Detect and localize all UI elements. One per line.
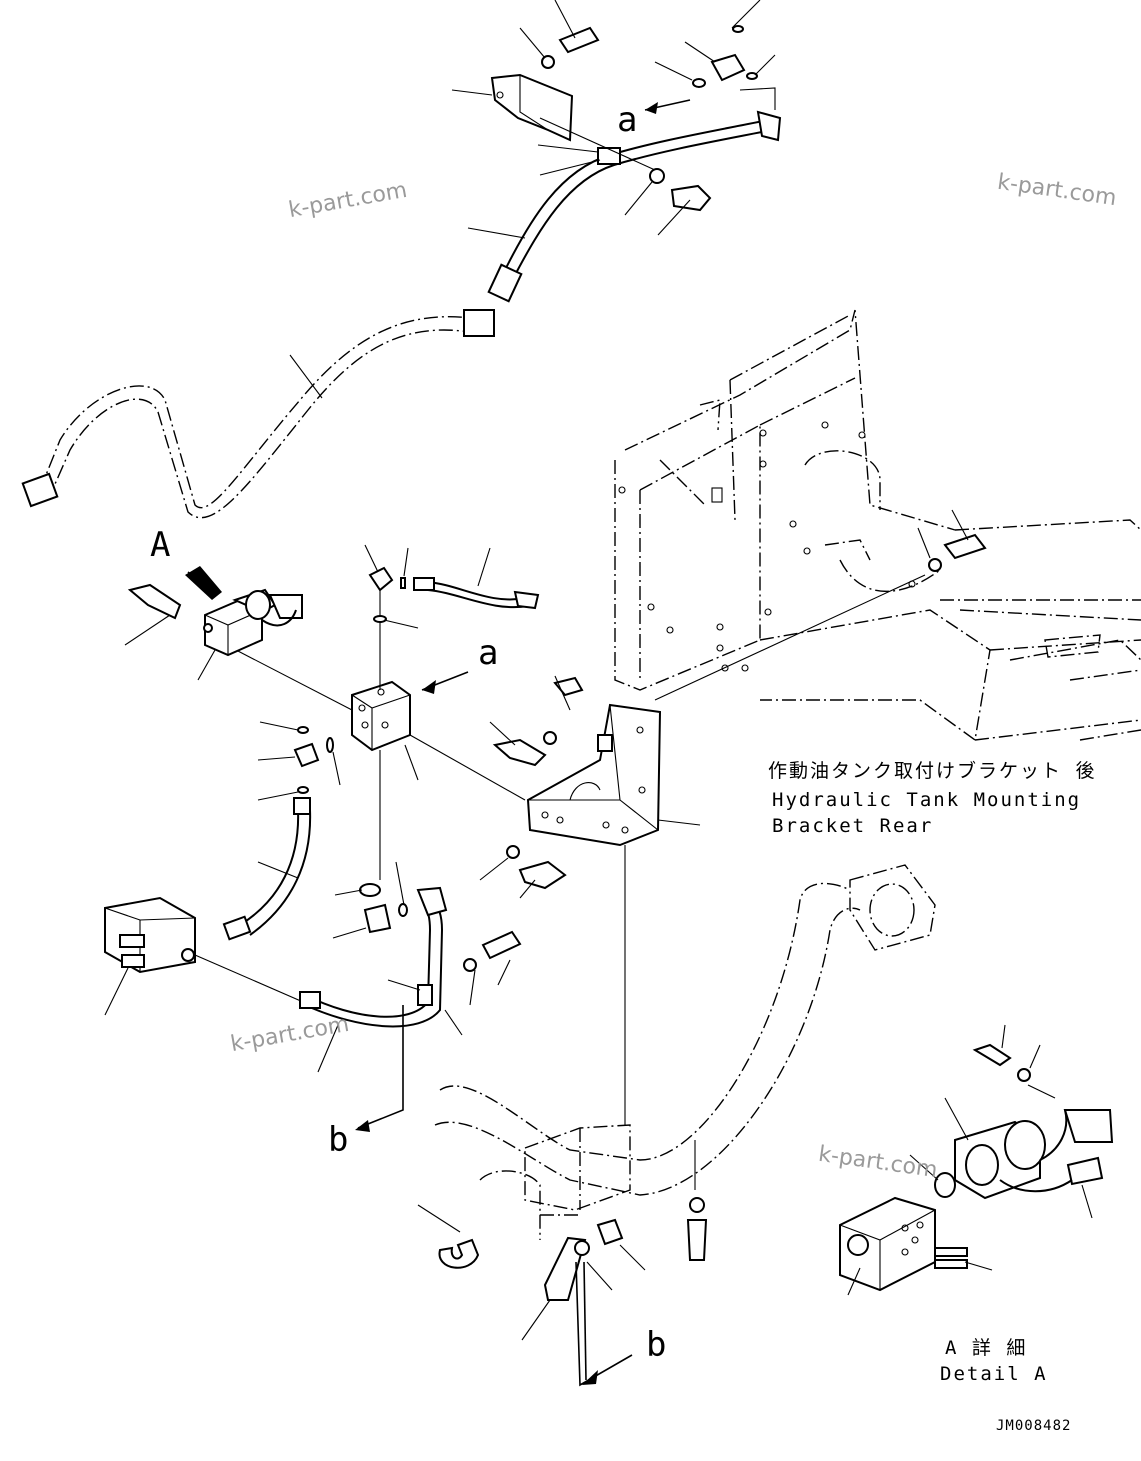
detail-title-japanese: A 詳 細	[945, 1337, 1028, 1359]
reference-label-b-left: b	[328, 1120, 349, 1160]
caption-english-line2: Bracket Rear	[772, 815, 934, 837]
caption-english-line1: Hydraulic Tank Mounting	[772, 789, 1082, 811]
reference-label-a-mid: a	[478, 633, 499, 673]
left-small-parts	[222, 721, 341, 941]
detail-title-english: Detail A	[940, 1363, 1048, 1385]
valve-block-center	[235, 585, 526, 880]
lower-pipe	[417, 864, 936, 1387]
bracket-rear	[479, 675, 701, 1125]
lower-left-valve	[104, 896, 311, 1016]
top-hose-assembly	[451, 0, 782, 303]
reference-label-a-top: a	[617, 100, 638, 140]
detail-a-drawing	[839, 1024, 1114, 1296]
frame-structure	[614, 309, 1141, 742]
reference-label-b-bottom: b	[646, 1325, 667, 1365]
solenoid-valve-left	[124, 566, 303, 681]
long-tube	[21, 309, 495, 519]
drawing-number: JM008482	[996, 1418, 1072, 1434]
caption-japanese: 作動油タンク取付けブラケット 後	[768, 760, 1097, 782]
reference-label-A: A	[150, 525, 171, 565]
upper-fittings	[364, 544, 540, 629]
lower-hose-assembly	[299, 861, 522, 1132]
